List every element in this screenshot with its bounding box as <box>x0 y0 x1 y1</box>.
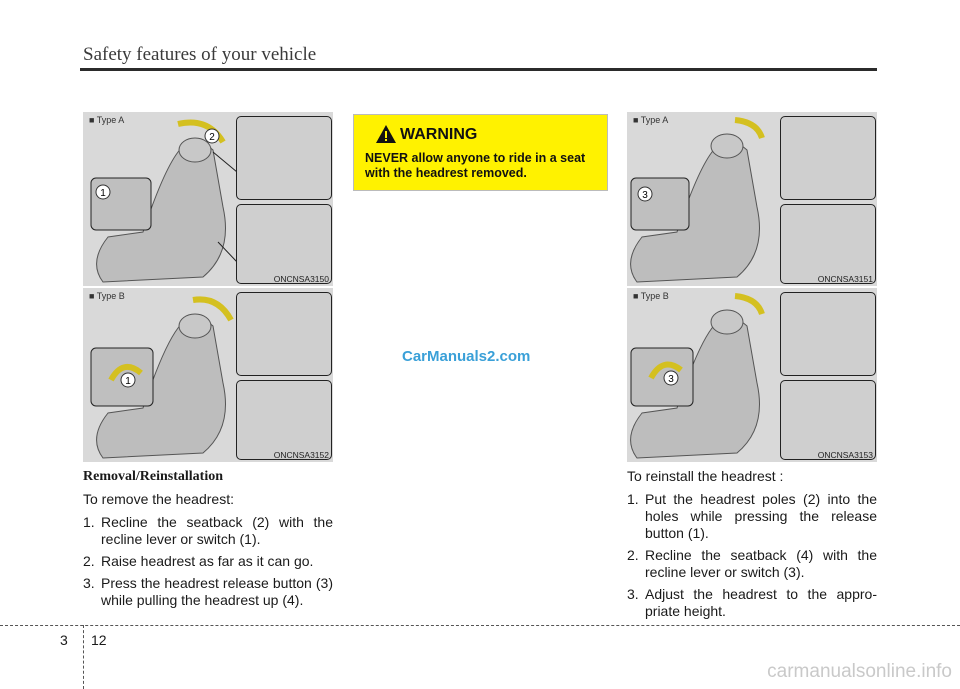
seat-illustration: 3 <box>630 117 765 283</box>
figure-reinstall-type-b: ■ Type B 3 ONCNSA3153 <box>627 288 877 462</box>
footer-rule <box>0 625 960 626</box>
page-number: 12 <box>91 632 107 648</box>
removal-intro: To remove the headrest: <box>83 491 234 507</box>
detail-panel-headrest-down <box>780 204 876 284</box>
list-item: 1.Put the headrest poles (2) into the ho… <box>627 491 877 541</box>
seat-illustration: 3 <box>630 293 765 459</box>
svg-text:1: 1 <box>100 188 106 199</box>
figure-removal-type-b: ■ Type B 1 ONCNSA3152 <box>83 288 333 462</box>
figure-code: ONCNSA3153 <box>817 450 873 460</box>
footer-divider <box>83 625 84 689</box>
header-rule <box>80 68 877 71</box>
detail-panel-headrest-down <box>780 380 876 460</box>
list-item: 2.Raise headrest as far as it can go. <box>83 553 314 569</box>
reinstall-intro: To reinstall the headrest : <box>627 468 784 484</box>
page-header-title: Safety features of your vehicle <box>83 44 317 65</box>
detail-panel-headrest-up <box>236 204 332 284</box>
section-heading: Removal/Reinstallation <box>83 469 223 484</box>
chapter-number: 3 <box>60 632 68 648</box>
figure-code: ONCNSA3152 <box>273 450 329 460</box>
figure-type-label: ■ Type B <box>89 291 125 301</box>
seat-illustration: 1 <box>90 296 234 459</box>
list-item: 2.Recline the seatback (4) with the recl… <box>627 547 877 580</box>
warning-title: WARNING <box>400 126 478 143</box>
svg-text:3: 3 <box>642 190 648 201</box>
warning-text: NEVER allow anyone to ride in a seat wit… <box>365 151 586 180</box>
warning-triangle-icon <box>376 125 396 143</box>
list-item: 3.Adjust the headrest to the appro-priat… <box>627 586 877 619</box>
detail-panel-release-button <box>780 292 876 376</box>
figure-code: ONCNSA3151 <box>817 274 873 284</box>
svg-text:3: 3 <box>668 374 674 385</box>
detail-panel-release-button <box>236 116 332 200</box>
detail-panel-release-button <box>236 292 332 376</box>
figure-type-label: ■ Type A <box>89 115 125 125</box>
list-item: 1.Recline the seatback (2) with the recl… <box>83 514 333 547</box>
svg-text:2: 2 <box>209 132 215 143</box>
warning-box: WARNING NEVER allow anyone to ride in a … <box>353 114 608 191</box>
site-watermark: carmanualsonline.info <box>767 661 952 682</box>
figure-removal-type-a: ■ Type A 2 1 ONCNSA3150 <box>83 112 333 286</box>
figure-reinstall-type-a: ■ Type A 3 ONCNSA3151 <box>627 112 877 286</box>
svg-text:1: 1 <box>125 376 131 387</box>
figure-code: ONCNSA3150 <box>273 274 329 284</box>
figure-type-label: ■ Type A <box>633 115 669 125</box>
reinstall-instructions: To reinstall the headrest : 1.Put the he… <box>627 468 877 625</box>
seat-illustration: 2 1 <box>90 119 238 283</box>
watermark: CarManuals2.com <box>402 348 531 365</box>
removal-instructions: Removal/Reinstallation To remove the hea… <box>83 468 333 614</box>
reinstall-steps: 1.Put the headrest poles (2) into the ho… <box>627 491 877 620</box>
figure-type-label: ■ Type B <box>633 291 669 301</box>
detail-panel-headrest-up <box>236 380 332 460</box>
list-item: 3.Press the headrest release button (3) … <box>83 575 333 608</box>
detail-panel-release-button <box>780 116 876 200</box>
removal-steps: 1.Recline the seatback (2) with the recl… <box>83 514 333 609</box>
